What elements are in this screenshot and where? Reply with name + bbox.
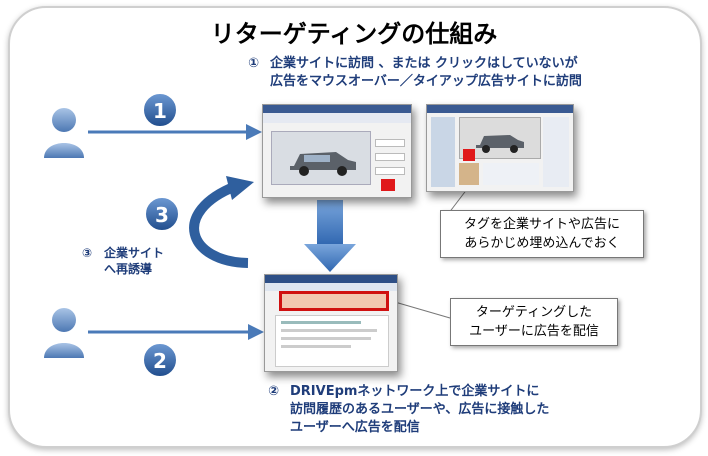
tieup-site-screenshot [426, 104, 574, 192]
tag-marker [381, 179, 395, 191]
return-arrow-curve [189, 176, 254, 268]
user-icon [44, 108, 84, 158]
badge-number-1: 1 [153, 99, 167, 123]
arrow-step-1 [88, 124, 262, 140]
callout-target-line2: ユーザーに広告を配信 [469, 324, 599, 339]
step1-number: ① [248, 56, 260, 71]
car-banner [271, 131, 371, 185]
callout-pointer-target [387, 299, 451, 319]
step2-line2: 訪問履歴のあるユーザーや、広告に接触した [290, 402, 550, 417]
badge-number-3: 3 [155, 203, 169, 227]
callout-targeting: ターゲティングした ユーザーに広告を配信 [450, 298, 618, 346]
company-site-screenshot [262, 104, 412, 198]
badge-step-2 [142, 342, 178, 378]
step3-line1: 企業サイト [104, 246, 165, 260]
step2-number: ② [268, 384, 280, 399]
down-arrow [304, 200, 356, 272]
step3-line2: へ再誘導 [104, 262, 153, 276]
callout-tag-embed: タグを企業サイトや広告に あらかじめ埋め込んでおく [440, 210, 644, 258]
user-icon [44, 308, 84, 358]
callout-target-line1: ターゲティングした [475, 305, 593, 320]
badge-step-3 [144, 196, 180, 232]
step3-number: ③ [82, 246, 93, 260]
step1-text: ① 企業サイトに訪問 、または クリックはしていないが 広告をマウスオーバー／タイ… [248, 55, 668, 91]
car-icon [290, 152, 356, 176]
step2-line3: ユーザーへ広告を配信 [290, 420, 420, 435]
badge-step-1 [142, 92, 178, 128]
diagram-title: リターゲティングの仕組み [210, 20, 498, 48]
callout-tag-line2: あらかじめ埋め込んでおく [464, 236, 620, 251]
step2-line1: DRIVEpmネットワーク上で企業サイトに [290, 384, 540, 399]
tag-marker [463, 149, 475, 161]
step3-text: ③ 企業サイト へ再誘導 [82, 245, 164, 277]
badge-number-2: 2 [153, 349, 167, 373]
step1-line1: 企業サイトに訪問 、または クリックはしていないが [270, 56, 578, 71]
step2-text: ② DRIVEpmネットワーク上で企業サイトに 訪問履歴のあるユーザーや、広告に接… [268, 383, 688, 437]
car-icon [476, 135, 524, 153]
ad-banner-highlight [279, 291, 389, 311]
arrow-step-2 [88, 324, 264, 340]
step1-line2: 広告をマウスオーバー／タイアップ広告サイトに訪問 [270, 74, 582, 89]
callout-tag-line1: タグを企業サイトや広告に [463, 217, 620, 232]
ad-delivery-screenshot [264, 274, 398, 372]
